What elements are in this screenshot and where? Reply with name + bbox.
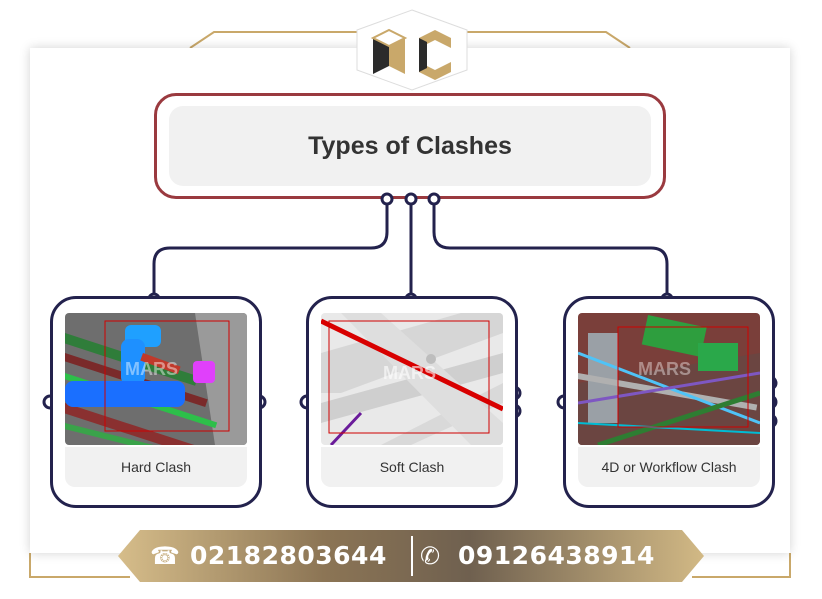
soft-clash-watermark: MARS: [383, 363, 436, 383]
connector-workflow: [432, 199, 669, 298]
title-box: Types of Clashes: [154, 93, 666, 199]
connector-node: [380, 192, 394, 206]
clash-card-workflow: MARS 4D or Workflow Clash: [563, 296, 775, 508]
diagram-title: Types of Clashes: [308, 131, 512, 160]
workflow-clash-label: 4D or Workflow Clash: [578, 447, 760, 487]
phone-number-mobile[interactable]: 09126438914: [458, 541, 655, 570]
title-inner-panel: Types of Clashes: [169, 106, 651, 186]
workflow-clash-watermark: MARS: [638, 359, 691, 379]
phone-call-icon: ✆: [420, 542, 441, 570]
phone-number-landline[interactable]: 02182803644: [190, 541, 387, 570]
workflow-clash-image: MARS: [578, 313, 760, 445]
hard-clash-watermark: MARS: [125, 359, 178, 379]
soft-clash-image: MARS: [321, 313, 503, 445]
soft-clash-label: Soft Clash: [321, 447, 503, 487]
hard-clash-image: MARS: [65, 313, 247, 445]
telephone-icon: ☎: [150, 542, 180, 570]
clash-card-soft: MARS Soft Clash: [306, 296, 518, 508]
connector-node: [404, 192, 418, 206]
connector-node: [427, 192, 441, 206]
hard-clash-label: Hard Clash: [65, 447, 247, 487]
company-logo: [356, 9, 468, 91]
clash-card-hard: MARS Hard Clash: [50, 296, 262, 508]
connector-hard: [152, 199, 389, 298]
